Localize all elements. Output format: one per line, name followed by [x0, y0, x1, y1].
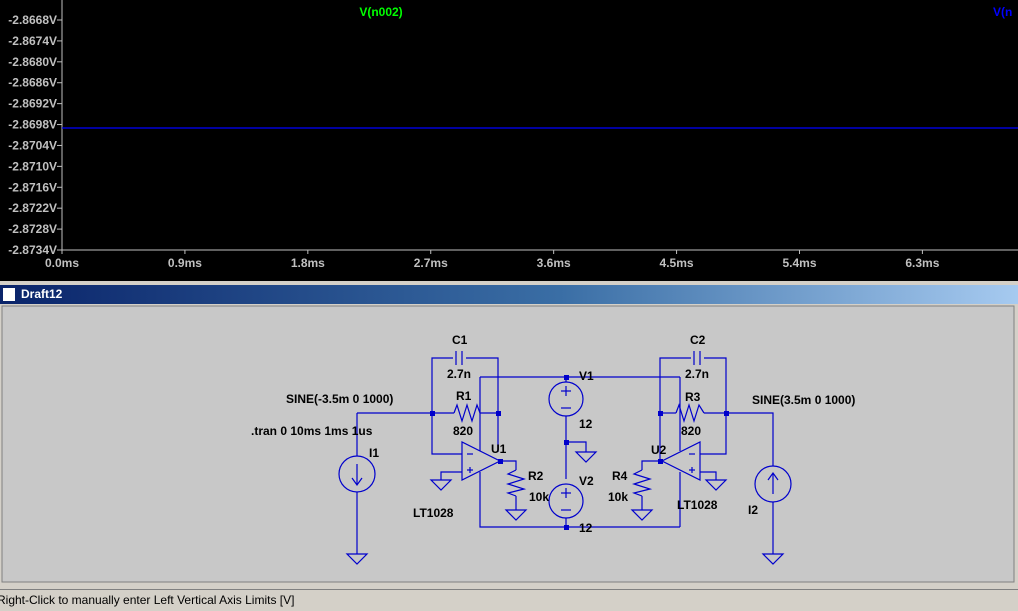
r3-value[interactable]: 820 — [681, 424, 701, 438]
y-tick-label[interactable]: -2.8698V — [8, 118, 57, 132]
x-axis[interactable]: 0.0ms 0.9ms 1.8ms 2.7ms 3.6ms 4.5ms 5.4ms 6.3ms — [45, 249, 1018, 270]
i2-label[interactable]: I2 — [748, 503, 758, 517]
x-tick-label: 0.0ms — [45, 256, 79, 270]
schematic-sheet — [1, 305, 1015, 583]
c2-value[interactable]: 2.7n — [685, 367, 709, 381]
r2-label[interactable]: R2 — [528, 469, 544, 483]
schematic-title: Draft12 — [21, 287, 63, 301]
v2-value[interactable]: 12 — [579, 521, 593, 535]
y-tick-label[interactable]: -2.8668V — [8, 13, 57, 27]
schematic-editor[interactable]: C1 2.7n C2 2.7n R1 820 R3 820 R2 10k R4 … — [0, 304, 1018, 587]
resistor-r2[interactable] — [505, 469, 527, 497]
x-tick-label: 2.7ms — [414, 256, 448, 270]
y-axis[interactable]: -2.8668V -2.8674V -2.8680V -2.8686V -2.8692V… — [8, 0, 63, 257]
u1-label[interactable]: U1 — [491, 442, 507, 456]
c2-label[interactable]: C2 — [690, 333, 706, 347]
current-source-i1[interactable] — [338, 455, 376, 493]
resistor-r3[interactable] — [675, 402, 705, 424]
resistor-r1[interactable] — [453, 402, 481, 424]
r2-value[interactable]: 10k — [529, 490, 549, 504]
schematic-canvas[interactable]: C1 2.7n C2 2.7n R1 820 R3 820 R2 10k R4 … — [0, 304, 1018, 587]
i1-label[interactable]: I1 — [369, 446, 379, 460]
r1-label[interactable]: R1 — [456, 389, 472, 403]
y-tick-label[interactable]: -2.8710V — [8, 159, 57, 173]
y-tick-label[interactable]: -2.8692V — [8, 97, 57, 111]
resistor-r4[interactable] — [631, 469, 653, 497]
trace-label-v-n002[interactable]: V(n002) — [359, 5, 402, 19]
schematic-titlebar[interactable]: Draft12 — [0, 285, 1018, 304]
opamp-u1[interactable] — [461, 441, 502, 481]
ground-symbols — [345, 451, 785, 565]
x-tick-label: 4.5ms — [660, 256, 694, 270]
v1-label[interactable]: V1 — [579, 369, 594, 383]
sine-left-directive[interactable]: SINE(-3.5m 0 1000) — [286, 392, 393, 406]
waveform-viewer[interactable]: -2.8668V -2.8674V -2.8680V -2.8686V -2.8692V… — [0, 0, 1018, 281]
y-tick-label[interactable]: -2.8722V — [8, 201, 57, 215]
plot-background — [0, 0, 1018, 281]
status-bar: Right-Click to manually enter Left Verti… — [0, 589, 1018, 611]
v2-label[interactable]: V2 — [579, 474, 594, 488]
x-tick-label: 1.8ms — [291, 256, 325, 270]
r4-value[interactable]: 10k — [608, 490, 628, 504]
opamp-u2[interactable] — [660, 441, 701, 481]
voltage-source-v1[interactable] — [548, 381, 584, 417]
c1-value[interactable]: 2.7n — [447, 367, 471, 381]
wires — [356, 357, 774, 554]
x-tick-label: 0.9ms — [168, 256, 202, 270]
y-tick-label[interactable]: -2.8734V — [8, 243, 57, 257]
v1-value[interactable]: 12 — [579, 417, 593, 431]
y-tick-label[interactable]: -2.8728V — [8, 222, 57, 236]
r1-value[interactable]: 820 — [453, 424, 473, 438]
y-tick-label[interactable]: -2.8686V — [8, 76, 57, 90]
schematic-doc-icon — [3, 288, 15, 301]
x-tick-label: 6.3ms — [905, 256, 939, 270]
tran-directive[interactable]: .tran 0 10ms 1ms 1us — [251, 424, 373, 438]
r4-label[interactable]: R4 — [612, 469, 628, 483]
u2-model[interactable]: LT1028 — [677, 498, 718, 512]
u2-label[interactable]: U2 — [651, 443, 667, 457]
trace-label-v-n[interactable]: V(n — [993, 5, 1012, 19]
c1-label[interactable]: C1 — [452, 333, 468, 347]
waveform-plot[interactable]: -2.8668V -2.8674V -2.8680V -2.8686V -2.8692V… — [0, 0, 1018, 281]
y-tick-label[interactable]: -2.8704V — [8, 138, 57, 152]
current-source-i2[interactable] — [754, 465, 792, 503]
x-tick-label: 5.4ms — [782, 256, 816, 270]
capacitor-c1[interactable] — [455, 351, 463, 365]
u1-model[interactable]: LT1028 — [413, 506, 454, 520]
y-tick-label[interactable]: -2.8674V — [8, 34, 57, 48]
y-tick-label[interactable]: -2.8716V — [8, 180, 57, 194]
y-tick-label[interactable]: -2.8680V — [8, 55, 57, 69]
capacitor-c2[interactable] — [693, 351, 701, 365]
voltage-source-v2[interactable] — [548, 483, 584, 519]
status-text: Right-Click to manually enter Left Verti… — [0, 593, 295, 607]
junction-dots — [430, 375, 729, 530]
x-tick-label: 3.6ms — [537, 256, 571, 270]
sine-right-directive[interactable]: SINE(3.5m 0 1000) — [752, 393, 855, 407]
r3-label[interactable]: R3 — [685, 390, 701, 404]
